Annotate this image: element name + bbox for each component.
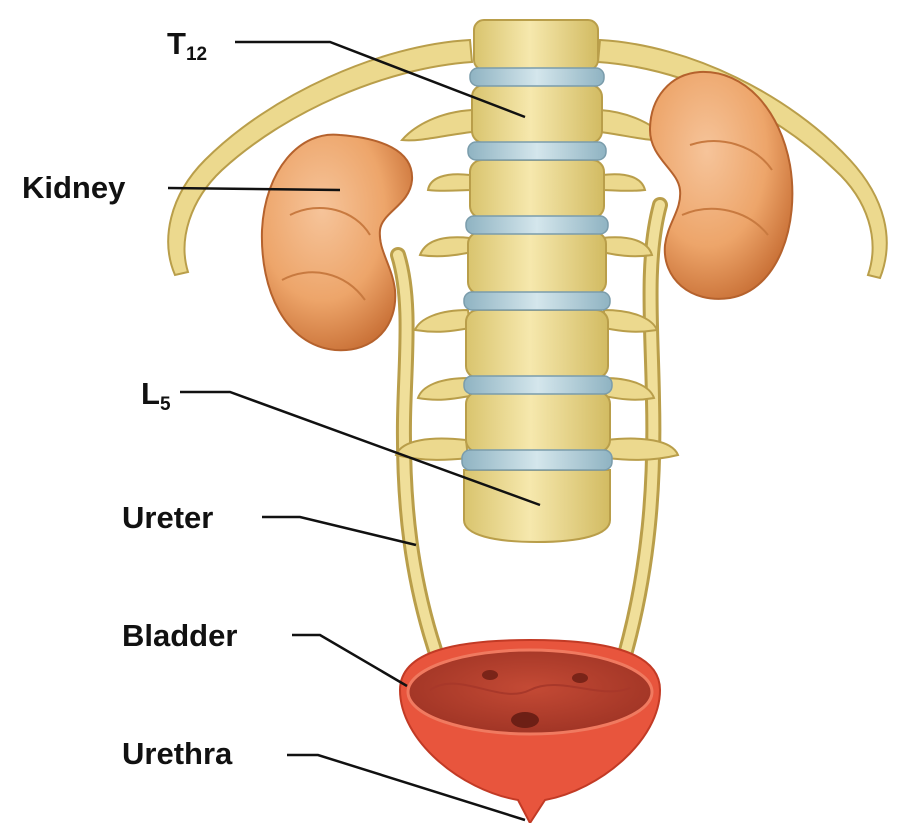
disc: [464, 292, 610, 310]
ureter-leader-line: [262, 517, 416, 545]
vertebra: [470, 160, 604, 218]
vertebra: [466, 310, 608, 378]
disc: [466, 216, 608, 234]
label-t12: T12: [167, 28, 207, 64]
ureter-opening: [572, 673, 588, 683]
label-ureter: Ureter: [122, 502, 213, 533]
vertebra: [466, 392, 610, 452]
vertebral-column: [396, 20, 678, 542]
label-l5-sub: 5: [160, 394, 171, 415]
label-bladder: Bladder: [122, 620, 237, 651]
vertebra: [472, 85, 602, 143]
left-kidney: [262, 135, 412, 351]
disc: [462, 450, 612, 470]
right-ureter-inner: [622, 205, 660, 665]
disc: [470, 68, 604, 86]
label-kidney: Kidney: [22, 172, 125, 203]
label-l5: L5: [141, 378, 171, 414]
disc: [464, 376, 612, 394]
label-urethra: Urethra: [122, 738, 232, 769]
vertebra: [468, 232, 606, 294]
label-t12-sub: 12: [186, 44, 207, 65]
bladder-leader-line: [292, 635, 407, 686]
disc: [468, 142, 606, 160]
bladder: [400, 640, 660, 823]
urethral-opening: [511, 712, 539, 728]
label-t12-main: T: [167, 26, 186, 61]
vertebra-l5: [464, 470, 610, 542]
label-l5-main: L: [141, 376, 160, 411]
ureter-opening: [482, 670, 498, 680]
vertebra-t12: [474, 20, 598, 70]
